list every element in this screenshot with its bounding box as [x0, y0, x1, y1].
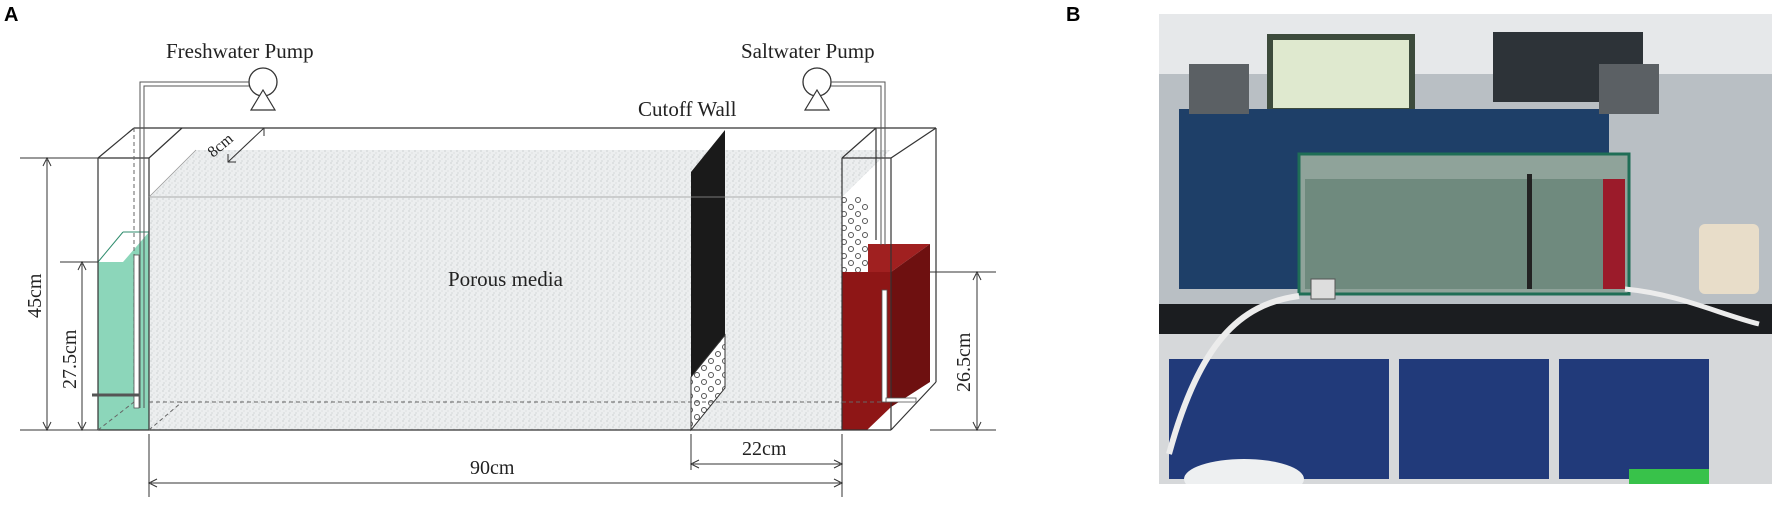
- saltwater-pump-label: Saltwater Pump: [741, 39, 875, 63]
- cutoff-wall-label: Cutoff Wall: [638, 97, 737, 121]
- freshwater-pump-label: Freshwater Pump: [166, 39, 314, 63]
- saltwater-reservoir: [842, 197, 930, 430]
- freshwater-pump: [92, 67, 278, 409]
- cutoff-wall: [690, 130, 726, 432]
- dim-fresh-level-label: 27.5cm: [59, 329, 81, 389]
- panel-b-label: B: [1066, 4, 1081, 26]
- dim-salt-level-label: 26.5cm: [953, 332, 975, 392]
- tank-schematic: Freshwater Pump Saltwater Pump Cutoff Wa…: [20, 39, 996, 497]
- saltwater-pump: [802, 67, 917, 403]
- lab-photo-icon: [1159, 14, 1772, 484]
- porous-media-label: Porous media: [448, 267, 564, 291]
- freshwater-reservoir: [97, 231, 149, 430]
- tank-outline: [97, 127, 937, 431]
- dim-total-height-label: 45cm: [24, 273, 46, 318]
- dimension-lines: [20, 127, 996, 497]
- panel-a-label: A: [4, 4, 19, 26]
- dim-wall-distance-label: 22cm: [742, 438, 787, 460]
- dim-length-label: 90cm: [470, 457, 515, 479]
